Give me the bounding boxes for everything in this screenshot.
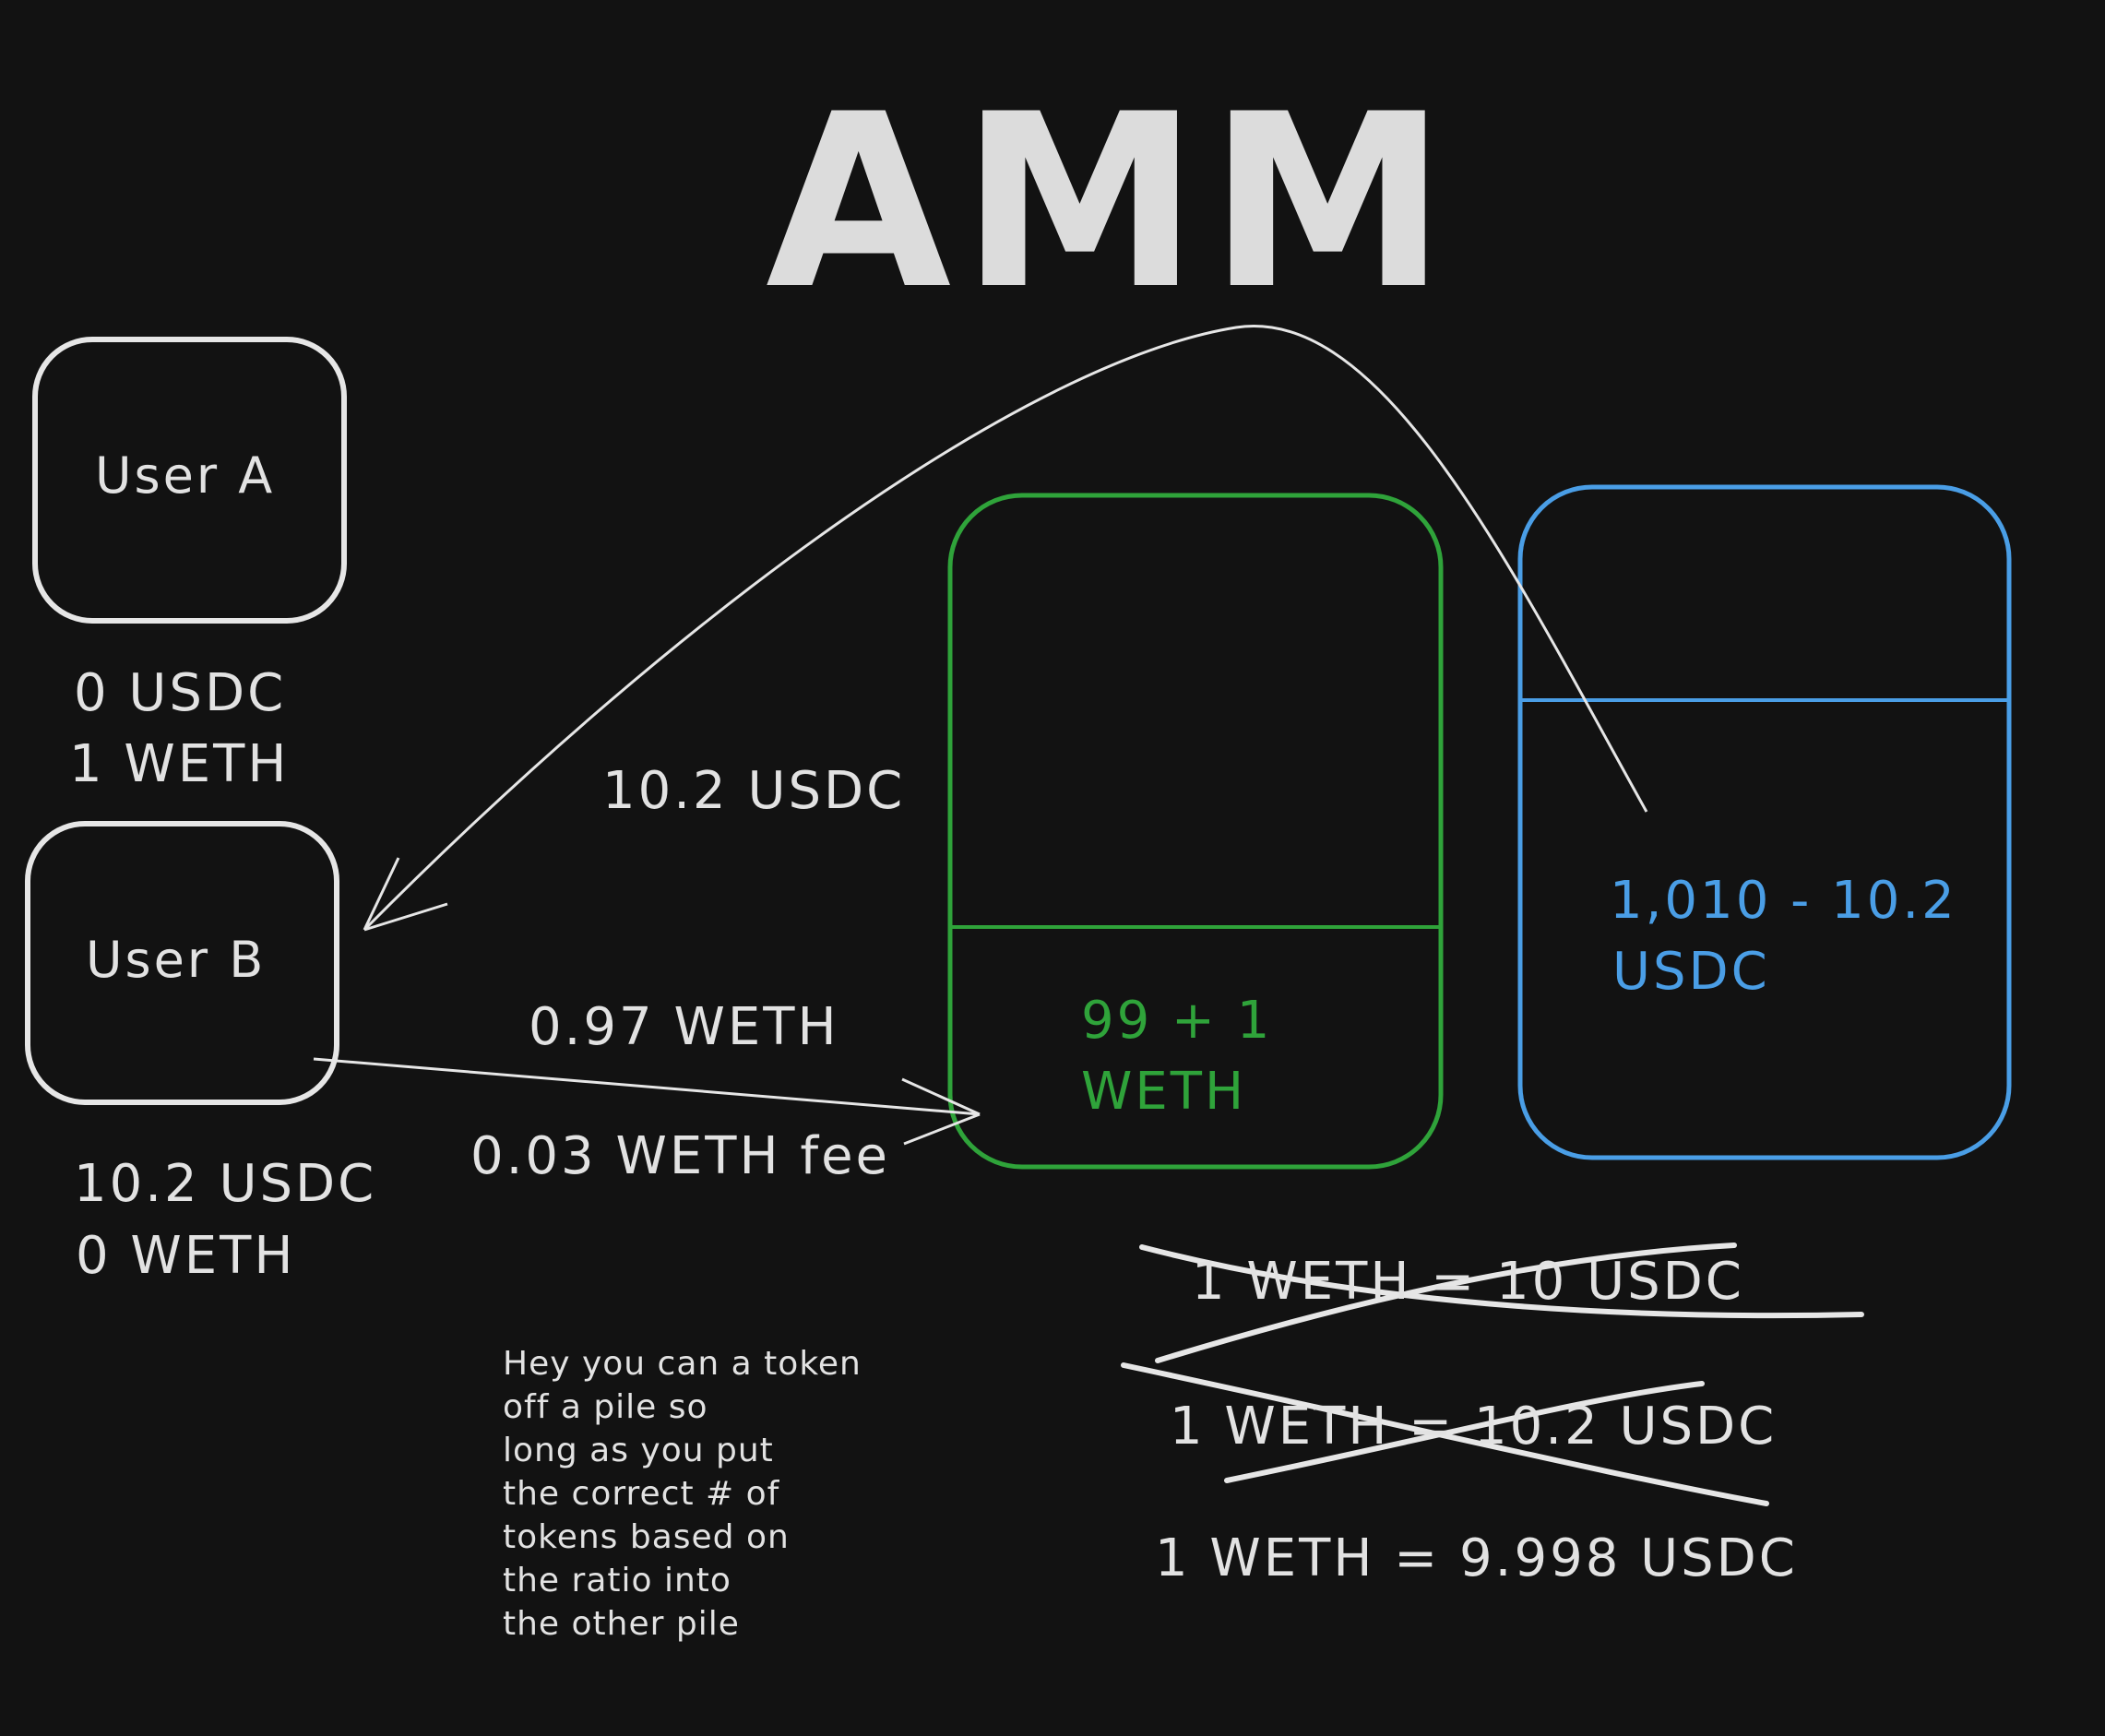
- user-b-label: User B: [86, 931, 267, 989]
- usdc-transfer-arrowhead: [363, 857, 448, 932]
- note-line: Hey you can a token: [503, 1345, 862, 1383]
- user-b-usdc-balance: 10.2 USDC: [74, 1154, 377, 1214]
- price-current: 1 WETH = 9.998 USDC: [1155, 1528, 1798, 1588]
- strike-price-1: [1139, 1244, 1864, 1319]
- user-a-box: [32, 337, 347, 624]
- explanation-note: Hey you can a token off a pile so long a…: [503, 1342, 862, 1646]
- note-line: the other pile: [503, 1605, 740, 1643]
- note-line: long as you put: [503, 1432, 774, 1469]
- user-a-label: User A: [95, 446, 276, 505]
- user-b-weth-balance: 0 WETH: [76, 1226, 296, 1286]
- weth-transfer-arrowhead: [901, 1077, 981, 1146]
- strike-price-1b: [1155, 1243, 1737, 1363]
- weth-pool-amount: 99 + 1: [1081, 991, 1273, 1051]
- note-line: the correct # of: [503, 1475, 780, 1513]
- usdc-pool-token: USDC: [1612, 942, 1770, 1002]
- weth-pool-box: [947, 493, 1444, 1170]
- usdc-transfer-arrow: [363, 325, 1648, 932]
- usdc-pool-box: [1517, 484, 2012, 1160]
- usdc-out-label: 10.2 USDC: [602, 761, 906, 821]
- user-a-usdc-balance: 0 USDC: [74, 663, 287, 723]
- strike-price-2b: [1224, 1381, 1705, 1483]
- price-old-1: 1 WETH = 10 USDC: [1192, 1252, 1744, 1312]
- note-line: off a pile so: [503, 1388, 708, 1426]
- price-old-2: 1 WETH = 10.2 USDC: [1170, 1397, 1778, 1457]
- weth-transfer-arrow: [313, 1057, 981, 1116]
- weth-pool-token: WETH: [1081, 1062, 1247, 1122]
- weth-in-label: 0.97 WETH: [529, 997, 839, 1057]
- usdc-pool-amount: 1,010 - 10.2: [1610, 871, 1957, 931]
- strike-price-2: [1121, 1362, 1769, 1506]
- page-title: AMM: [766, 64, 1457, 342]
- note-line: tokens based on: [503, 1518, 790, 1556]
- note-line: the ratio into: [503, 1562, 731, 1599]
- user-a-weth-balance: 1 WETH: [69, 734, 290, 794]
- fee-label: 0.03 WETH fee: [470, 1126, 890, 1186]
- user-b-box: [25, 821, 339, 1105]
